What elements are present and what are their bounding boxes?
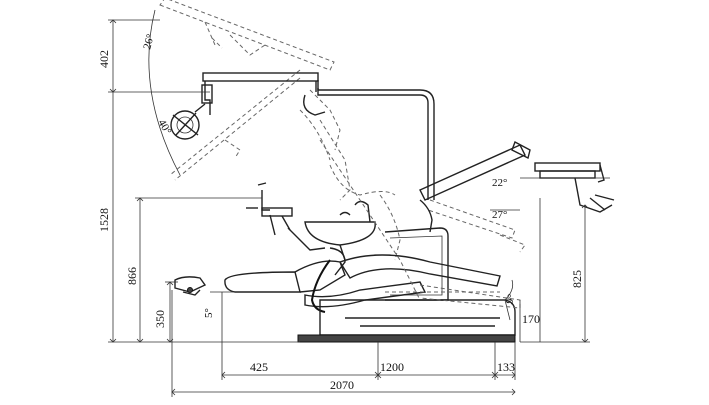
angle-22: 22° xyxy=(492,177,507,189)
angle-27: 27° xyxy=(492,209,507,221)
angle-40: 40° xyxy=(155,118,173,137)
angle-26: 26° xyxy=(141,33,157,51)
dim-2070: 2070 xyxy=(330,378,354,392)
assistant-instrument-holder xyxy=(246,182,326,251)
cuspidor-assembly xyxy=(304,164,401,261)
dim-825: 825 xyxy=(570,270,584,288)
dim-170: 170 xyxy=(522,312,540,326)
dim-1200: 1200 xyxy=(380,360,404,374)
dim-133: 133 xyxy=(497,360,515,374)
dimension-labels: 402 1528 866 350 825 170 425 1200 133 20… xyxy=(97,33,584,392)
angle-5: 5° xyxy=(203,308,215,318)
reclined-chair-outline xyxy=(299,109,521,309)
dim-1528: 1528 xyxy=(97,208,111,232)
dim-350: 350 xyxy=(153,310,167,328)
angle-9: 9° xyxy=(504,293,519,306)
dim-425: 425 xyxy=(250,360,268,374)
dim-866: 866 xyxy=(125,267,139,285)
dim-402: 402 xyxy=(97,50,111,68)
operating-light-assembly xyxy=(148,0,351,201)
dimension-lines xyxy=(108,19,590,397)
chair-body xyxy=(174,199,516,343)
light-post xyxy=(303,80,435,200)
instrument-tray-assembly xyxy=(419,141,615,253)
